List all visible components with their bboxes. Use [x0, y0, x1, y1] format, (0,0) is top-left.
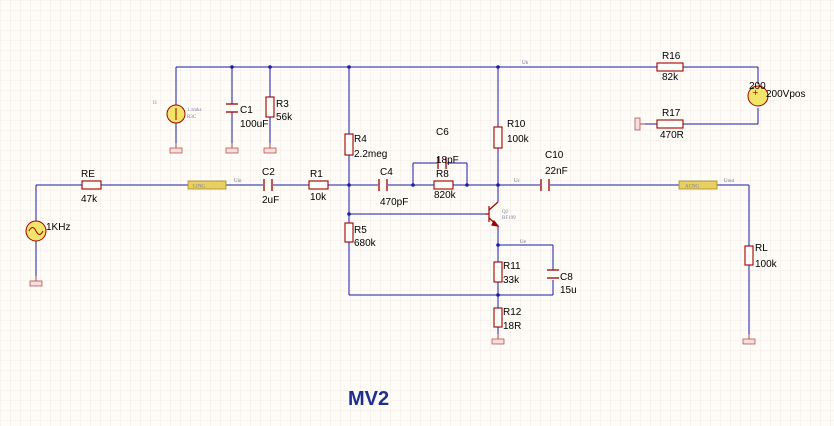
- q2-ref: Q2: [502, 210, 509, 215]
- r16-value: 82k: [662, 72, 679, 83]
- resistor-rl: [744, 245, 754, 266]
- current-source-i1: [166, 104, 186, 124]
- resistor-bodies: [81, 62, 754, 328]
- resistor-r11: [493, 261, 503, 283]
- re-value: 47k: [81, 194, 98, 205]
- capacitor-c1: [226, 103, 238, 113]
- net-label-uin: Uin: [234, 179, 242, 184]
- r10-ref: R10: [507, 119, 526, 130]
- svg-text:+: +: [752, 88, 759, 97]
- resistor-r8: [433, 180, 454, 190]
- c2-ref: C2: [262, 167, 275, 178]
- wires: [35, 66, 759, 334]
- r4-value: 2.2meg: [354, 149, 387, 160]
- c10-value: 22nF: [545, 166, 568, 177]
- resistor-r3: [265, 96, 275, 118]
- r12-value: 18R: [503, 321, 521, 332]
- r17-value: 470R: [660, 130, 684, 141]
- resistor-r16: [656, 62, 684, 72]
- r11-ref: R11: [503, 261, 521, 272]
- r1-ref: R1: [310, 169, 323, 180]
- net-label-uout: Uout: [724, 179, 735, 184]
- r10-value: 100k: [507, 134, 530, 145]
- netlabel-out-tag: ACNG: [678, 180, 718, 190]
- capacitor-c4: [378, 179, 388, 191]
- resistor-re: [81, 180, 102, 190]
- r12-ref: R12: [503, 307, 522, 318]
- isrc-sub: R3C: [187, 115, 197, 120]
- resistor-r17: [656, 119, 684, 129]
- r5-value: 680k: [354, 238, 377, 249]
- capacitor-c2: [263, 179, 273, 191]
- c4-value: 470pF: [380, 197, 408, 208]
- r8-value: 820k: [434, 190, 457, 201]
- c4-ref: C4: [380, 167, 393, 178]
- junctions: [230, 65, 500, 297]
- c8-ref: C8: [560, 272, 573, 283]
- schematic-title: MV2: [348, 388, 389, 410]
- capacitor-c8: [547, 269, 559, 279]
- re-ref: RE: [81, 169, 95, 180]
- c2-value: 2uF: [262, 195, 279, 206]
- capacitor-c6: [437, 157, 447, 169]
- resistor-r4: [344, 133, 354, 156]
- rl-ref: RL: [755, 243, 768, 254]
- isrc-ref: I1: [153, 101, 158, 106]
- isrc-value: 1.1mks: [187, 108, 202, 113]
- resistor-r1: [308, 180, 329, 190]
- component-labels: RE 47k R1 10k C2 2uF R3 56k C1 100uF R4 …: [46, 51, 805, 332]
- c1-ref: C1: [240, 105, 253, 116]
- vpos-value: 200: [749, 81, 766, 92]
- sine-source-1khz: [25, 220, 47, 242]
- c1-value: 100uF: [240, 119, 268, 130]
- vpos-label: 200Vpos: [766, 89, 805, 100]
- c6-value: 18pF: [436, 155, 459, 166]
- resistor-r10: [493, 126, 503, 149]
- q2-value: BF199: [502, 216, 516, 221]
- c10-ref: C10: [545, 150, 564, 161]
- dc-source-200vpos: +: [747, 85, 769, 107]
- r16-ref: R16: [662, 51, 681, 62]
- capacitor-plates: [226, 103, 559, 279]
- c6-ref: C6: [436, 127, 449, 138]
- r3-ref: R3: [276, 99, 289, 110]
- r8-ref: R8: [436, 169, 449, 180]
- r4-ref: R4: [354, 134, 367, 145]
- net-label-ue: Ue: [520, 240, 527, 245]
- resistor-r12: [493, 307, 503, 328]
- netlabel-in-tag: LING: [187, 180, 227, 190]
- r17-ref: R17: [662, 108, 681, 119]
- netlabel-out-text: ACNG: [685, 185, 700, 190]
- r1-value: 10k: [310, 192, 327, 203]
- netlabel-in-text: LING: [193, 185, 205, 190]
- vsrc-value: 1KHz: [46, 222, 70, 233]
- transistor-q2: [485, 201, 500, 227]
- r3-value: 56k: [276, 112, 293, 123]
- rl-value: 100k: [755, 259, 778, 270]
- net-label-ub: Ub: [522, 61, 529, 66]
- capacitor-c10: [540, 179, 550, 191]
- r5-ref: R5: [354, 225, 367, 236]
- resistor-r5: [344, 222, 354, 243]
- r11-value: 33k: [503, 275, 520, 286]
- c8-value: 15u: [560, 285, 577, 296]
- net-label-uc: Uc: [514, 179, 521, 184]
